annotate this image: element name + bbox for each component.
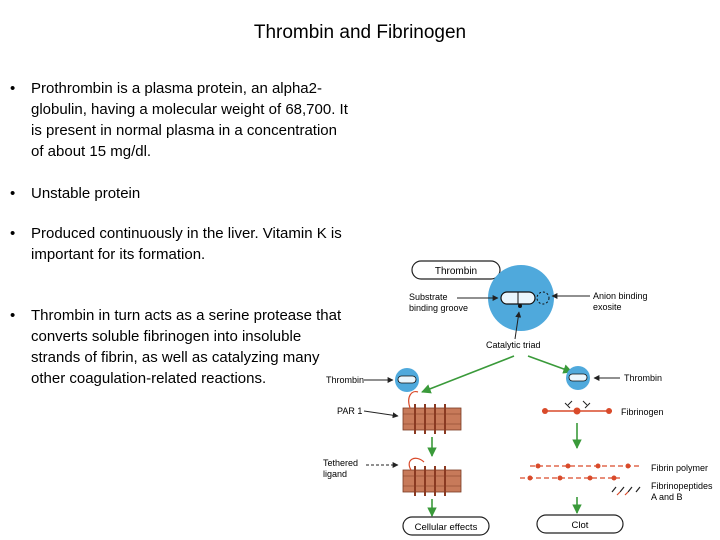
bullet-text: Unstable protein	[31, 185, 141, 202]
bullet-dot: •	[10, 185, 16, 202]
par1-arrow	[363, 410, 399, 419]
clot-label: Clot	[572, 520, 589, 531]
bullet-text: Thrombin in turn acts as a serine protea…	[31, 307, 342, 387]
tethered-label-line2: ligand	[323, 469, 347, 479]
tethered-ligand-membrane	[402, 457, 462, 496]
thrombin-molecule	[488, 265, 554, 331]
right-thrombin-label: Thrombin	[624, 373, 662, 383]
left-thrombin-molecule	[395, 368, 419, 392]
bullet-unstable: • Unstable protein	[10, 183, 350, 204]
cellular-effects-pill: Cellular effects	[402, 516, 490, 536]
bullet-prothrombin: • Prothrombin is a plasma protein, an al…	[10, 78, 350, 162]
fibrin-polymer	[520, 463, 642, 481]
bullet-list: • Prothrombin is a plasma protein, an al…	[10, 78, 350, 389]
bullet-text: Prothrombin is a plasma protein, an alph…	[31, 80, 348, 160]
thrombin-mechanism-diagram: Thrombin Substrate binding groove Anion …	[323, 260, 713, 536]
substrate-label-line1: Substrate	[409, 292, 448, 302]
fibrinogen-label: Fibrinogen	[621, 407, 664, 417]
right-branch-arrow	[527, 355, 573, 374]
right-thrombin-molecule	[566, 366, 590, 390]
par1-label: PAR 1	[337, 406, 362, 416]
tethered-label-line1: Tethered	[323, 458, 358, 468]
left-branch-arrow	[421, 355, 515, 394]
substrate-label-line2: binding groove	[409, 303, 468, 313]
bullet-dot: •	[10, 80, 16, 97]
left-thrombin-label: Thrombin	[326, 375, 364, 385]
bullet-liver: • Produced continuously in the liver. Vi…	[10, 223, 350, 265]
anion-label-line1: Anion binding	[593, 291, 648, 301]
bullet-dot: •	[10, 307, 16, 324]
fibrinogen-molecule	[542, 400, 612, 415]
fibrin-polymer-label: Fibrin polymer	[651, 463, 708, 473]
anion-label-line2: exosite	[593, 302, 622, 312]
bullet-serine-protease: • Thrombin in turn acts as a serine prot…	[10, 305, 350, 389]
fibrinopeptides	[611, 486, 641, 496]
bullet-dot: •	[10, 225, 16, 242]
fibrinopeptides-label-line1: Fibrinopeptides	[651, 481, 713, 491]
clot-pill: Clot	[536, 514, 624, 534]
cellular-effects-label: Cellular effects	[415, 522, 478, 533]
thrombin-header-pill: Thrombin	[411, 260, 501, 280]
catalytic-triad-label: Catalytic triad	[486, 340, 541, 350]
par1-membrane	[402, 391, 462, 434]
fibrinopeptides-label-line2: A and B	[651, 492, 683, 502]
catalytic-arrow	[514, 311, 522, 340]
thrombin-header-label: Thrombin	[435, 266, 477, 277]
slide-title: Thrombin and Fibrinogen	[253, 22, 467, 43]
bullet-text: Produced continuously in the liver. Vita…	[31, 225, 342, 263]
